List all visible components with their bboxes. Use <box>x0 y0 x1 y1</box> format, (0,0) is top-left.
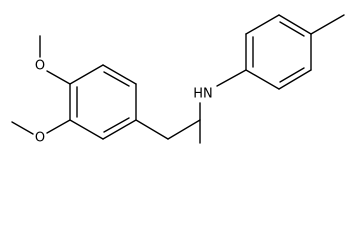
ring-a-bond <box>102 119 137 140</box>
bond-nh-ring <box>216 69 247 87</box>
bond-ring-ch2 <box>135 119 169 140</box>
ring-a-bond <box>102 64 137 85</box>
bond-ch2-ch <box>167 119 201 140</box>
oxygen-upper-label: O <box>35 59 45 74</box>
ring-b-bond <box>245 69 280 90</box>
methoxy-upper: O <box>35 35 71 85</box>
propyl-chain <box>135 102 201 144</box>
amine-label: HN <box>193 87 213 102</box>
ring-a-double-bond <box>103 117 130 133</box>
oxygen-lower-label: O <box>35 131 45 146</box>
bond-ring-o-upper <box>46 70 71 85</box>
ring-b-bond <box>245 14 280 35</box>
ring-b-double-bond <box>279 21 305 37</box>
bond-o-methyl-lower <box>11 121 34 135</box>
ring-a-bond <box>69 64 104 85</box>
ring-b-double-bond <box>279 67 305 83</box>
bond-ring-o-lower <box>46 119 71 134</box>
ring-a-bond <box>69 119 104 140</box>
tolyl-ring <box>245 14 312 90</box>
bond-ring-methyl <box>310 14 345 35</box>
methoxy-lower: O <box>11 119 71 146</box>
molecule-structure: O O HN <box>11 14 345 146</box>
dimethoxyphenyl-ring <box>69 64 137 140</box>
ring-b-bond <box>278 69 312 90</box>
ring-a-double-bond <box>103 71 130 87</box>
ring-b-bond <box>278 14 312 35</box>
